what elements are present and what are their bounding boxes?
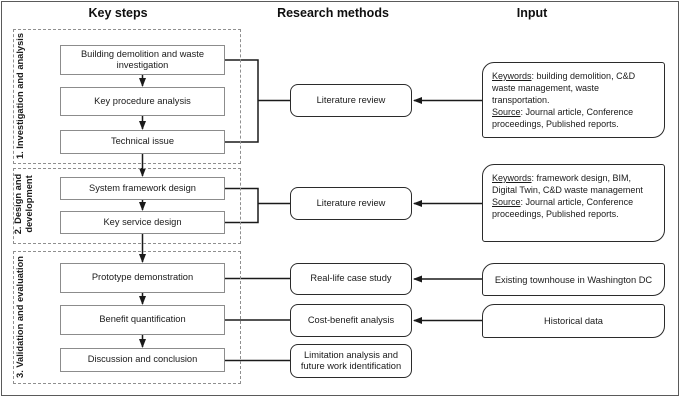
phase-group-validation <box>13 251 241 384</box>
input-text: Keywords: framework design, BIM, Digital… <box>483 165 664 226</box>
source-label: Source <box>492 197 521 207</box>
input-text: Keywords: building demolition, C&D waste… <box>483 63 664 136</box>
step-key-service-design: Key service design <box>60 211 225 234</box>
bracket-connector-lines <box>224 59 291 362</box>
column-header-research-methods: Research methods <box>277 6 389 20</box>
step-benefit-quantification: Benefit quantification <box>60 305 225 335</box>
input-historical-data: Historical data <box>482 304 665 338</box>
keywords-text: : building demolition, C&D waste managem… <box>492 71 636 105</box>
phase-3-label: 3. Validation and evaluation <box>15 256 25 378</box>
input-keywords-source-1: Keywords: building demolition, C&D waste… <box>482 62 665 138</box>
keywords-text: : framework design, BIM, Digital Twin, C… <box>492 173 643 195</box>
step-key-procedure-analysis: Key procedure analysis <box>60 87 225 116</box>
method-limitation-analysis: Limitation analysis and future work iden… <box>290 344 412 378</box>
phase-1-label: 1. Investigation and analysis <box>15 32 25 160</box>
phase-group-investigation <box>13 29 241 164</box>
column-header-key-steps: Key steps <box>88 6 148 20</box>
input-existing-townhouse: Existing townhouse in Washington DC <box>482 263 665 296</box>
method-real-life-case-study: Real-life case study <box>290 263 412 295</box>
source-text: : Journal article, Conference proceeding… <box>492 197 634 219</box>
keywords-label: Keywords <box>492 173 532 183</box>
method-cost-benefit-analysis: Cost-benefit analysis <box>290 304 412 337</box>
phase-2-label: 2. Design and development <box>13 173 34 235</box>
method-literature-review-1: Literature review <box>290 84 412 117</box>
step-prototype-demonstration: Prototype demonstration <box>60 263 225 293</box>
phase-group-design <box>13 168 241 244</box>
source-text: : Journal article, Conference proceeding… <box>492 107 634 129</box>
keywords-label: Keywords <box>492 71 532 81</box>
step-technical-issue: Technical issue <box>60 130 225 154</box>
step-discussion-and-conclusion: Discussion and conclusion <box>60 348 225 372</box>
source-label: Source <box>492 107 521 117</box>
step-system-framework-design: System framework design <box>60 177 225 200</box>
figure-border <box>1 1 679 396</box>
method-literature-review-2: Literature review <box>290 187 412 220</box>
column-header-input: Input <box>516 6 548 20</box>
input-keywords-source-2: Keywords: framework design, BIM, Digital… <box>482 164 665 242</box>
step-building-demolition-investigation: Building demolition and waste investigat… <box>60 45 225 75</box>
